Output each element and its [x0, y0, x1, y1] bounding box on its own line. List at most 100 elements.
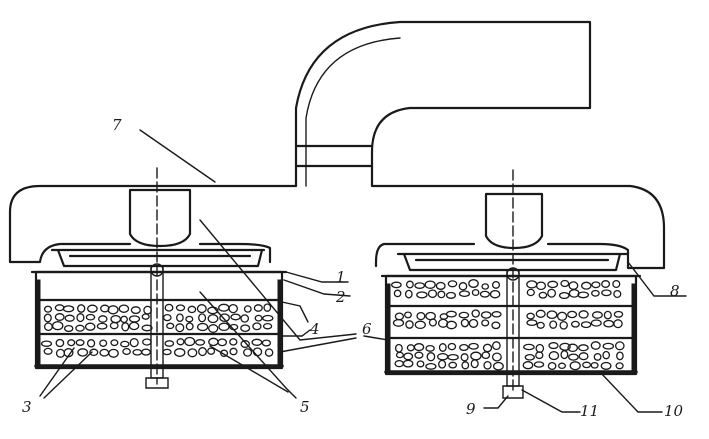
- pebble: [526, 312, 535, 320]
- callout-3: 3: [22, 398, 32, 416]
- leader-2: [283, 279, 351, 297]
- pebble: [460, 353, 469, 362]
- pebble: [55, 338, 65, 348]
- pebble: [425, 344, 435, 352]
- pebble: [578, 344, 589, 352]
- pebble: [64, 314, 75, 322]
- pebble: [603, 319, 615, 328]
- pebble: [491, 280, 501, 289]
- hood-outline: [8, 20, 666, 270]
- pebble: [481, 319, 490, 327]
- callout-10: 10: [664, 402, 684, 420]
- pebble: [470, 351, 482, 361]
- pebble: [110, 314, 122, 324]
- pebble: [76, 313, 85, 323]
- pebble: [491, 352, 502, 362]
- pebble: [590, 361, 599, 369]
- pebble: [593, 352, 602, 361]
- pebble: [612, 279, 621, 289]
- pebble: [569, 361, 581, 371]
- pebble: [43, 322, 53, 332]
- pebble: [240, 340, 250, 348]
- pebble: [491, 311, 502, 318]
- pebble: [577, 291, 590, 299]
- pebble: [43, 305, 53, 313]
- pebble: [141, 313, 150, 320]
- pebble: [403, 352, 414, 361]
- pebble: [567, 343, 579, 353]
- pebble: [128, 321, 140, 331]
- pebble: [196, 322, 209, 332]
- pebble: [438, 343, 447, 352]
- pebble: [187, 305, 197, 314]
- pebble: [132, 348, 143, 356]
- pebble: [435, 281, 446, 290]
- pebble: [121, 322, 130, 332]
- pebble: [109, 321, 119, 330]
- pebble: [590, 319, 602, 327]
- leader-3b: [43, 351, 93, 399]
- pebble: [568, 353, 579, 361]
- pebble: [468, 342, 479, 350]
- pebble: [120, 340, 130, 348]
- callout-labels: 7 1 2 4 6 5 3 8 9 11 10: [22, 116, 684, 420]
- left-motor-block: [128, 188, 192, 248]
- pebble: [141, 348, 151, 356]
- leader-6b: [279, 337, 357, 353]
- pebble: [416, 311, 426, 321]
- pebble: [523, 343, 535, 351]
- leader-lines: [39, 129, 687, 413]
- pebble: [85, 313, 96, 321]
- pebble: [535, 343, 545, 353]
- pebble: [483, 360, 492, 370]
- pebble: [471, 309, 480, 318]
- leader-11: [521, 389, 581, 413]
- pebble: [176, 338, 185, 346]
- pebble: [75, 339, 85, 347]
- pebble: [240, 324, 251, 333]
- callout-4: 4: [309, 320, 320, 338]
- pebble: [590, 341, 601, 350]
- pebble: [208, 337, 219, 347]
- callout-6: 6: [362, 320, 372, 338]
- pebble: [526, 288, 535, 297]
- pebble: [414, 351, 424, 359]
- pebble: [54, 313, 65, 321]
- pebble: [447, 342, 457, 351]
- pebble: [99, 348, 110, 357]
- pebble: [426, 352, 436, 362]
- pebble: [262, 322, 273, 330]
- pebble: [98, 315, 108, 323]
- pebble: [77, 348, 89, 357]
- pebble: [162, 348, 172, 356]
- pebble: [549, 320, 558, 329]
- pebble: [62, 305, 75, 313]
- pebble: [602, 342, 615, 350]
- pebble: [548, 351, 560, 361]
- pebble: [560, 279, 570, 288]
- pebble: [568, 281, 579, 290]
- pebble: [601, 280, 611, 288]
- pebble: [613, 289, 622, 299]
- pebble: [89, 348, 99, 357]
- pebble: [414, 282, 426, 289]
- pebble: [602, 350, 611, 360]
- pebble: [43, 313, 52, 323]
- leader-7: [139, 129, 216, 183]
- leader-5a: [199, 291, 297, 399]
- pebble: [547, 288, 557, 298]
- pebble: [164, 340, 175, 347]
- pebble: [470, 359, 479, 369]
- pebble: [446, 320, 457, 330]
- callout-9: 9: [466, 400, 476, 418]
- pebble: [581, 281, 592, 290]
- pebble: [51, 321, 64, 331]
- pebble: [264, 348, 274, 357]
- pebble: [548, 342, 559, 350]
- pebble: [185, 315, 194, 323]
- pebble: [198, 313, 207, 323]
- pebble: [405, 320, 414, 329]
- pebble: [228, 303, 238, 314]
- pebble: [491, 321, 501, 330]
